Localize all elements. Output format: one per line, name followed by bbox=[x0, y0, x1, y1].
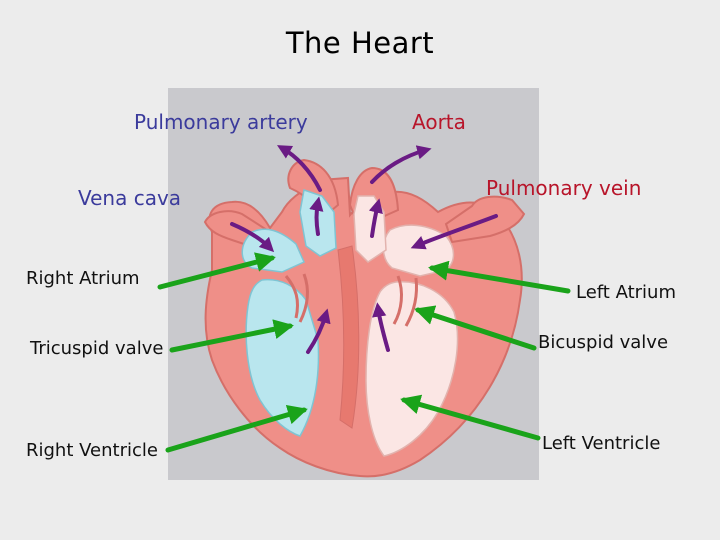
label-pulmonary-artery: Pulmonary artery bbox=[134, 112, 308, 132]
label-left-atrium: Left Atrium bbox=[576, 284, 676, 302]
label-left-ventricle: Left Ventricle bbox=[542, 435, 660, 453]
label-pulmonary-vein: Pulmonary vein bbox=[486, 178, 641, 198]
label-vena-cava: Vena cava bbox=[78, 188, 181, 208]
label-right-atrium: Right Atrium bbox=[26, 270, 140, 288]
label-aorta: Aorta bbox=[412, 112, 466, 132]
label-tricuspid-valve: Tricuspid valve bbox=[30, 340, 163, 358]
flow-arrow-right-trunk bbox=[317, 202, 319, 234]
label-bicuspid-valve: Bicuspid valve bbox=[538, 334, 668, 352]
label-right-ventricle: Right Ventricle bbox=[26, 442, 158, 460]
